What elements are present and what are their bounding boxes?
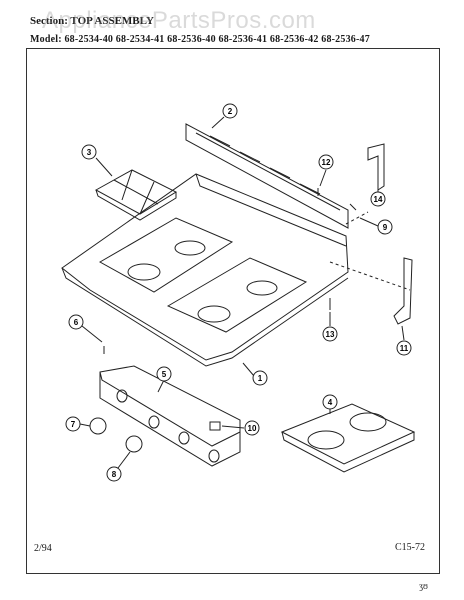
callout-label: 6 xyxy=(74,318,79,327)
cooktop-panel xyxy=(61,173,349,361)
callout-11: 11 xyxy=(396,325,412,356)
corner-mark: ʒʊ xyxy=(419,581,428,591)
callout-9: 9 xyxy=(359,217,393,235)
callout-10: 10 xyxy=(221,420,260,436)
revision-date: 2/94 xyxy=(34,543,52,554)
callout-label: 5 xyxy=(162,370,167,379)
side-trim xyxy=(393,257,413,325)
callout-label: 3 xyxy=(87,148,92,157)
backguard-strip xyxy=(185,123,349,229)
callout-13: 13 xyxy=(322,312,338,342)
burner-recess-left xyxy=(98,217,234,293)
callout-label: 12 xyxy=(322,158,331,167)
callout-label: 8 xyxy=(112,470,117,479)
callout-4: 4 xyxy=(322,394,338,414)
drip-pan-tray xyxy=(280,403,416,465)
callout-label: 10 xyxy=(248,424,257,433)
callout-label: 4 xyxy=(328,398,333,407)
control-panel xyxy=(99,365,241,467)
callout-2: 2 xyxy=(211,103,238,129)
callout-1: 1 xyxy=(242,362,268,386)
callout-3: 3 xyxy=(81,144,113,177)
callout-label: 7 xyxy=(71,420,76,429)
callout-5: 5 xyxy=(156,366,172,393)
callout-14: 14 xyxy=(370,190,386,207)
callout-label: 2 xyxy=(228,107,233,116)
page-code: C15-72 xyxy=(395,542,425,553)
section-title: Section: TOP ASSEMBLY xyxy=(30,15,154,27)
callout-label: 11 xyxy=(400,344,409,353)
callout-label: 13 xyxy=(326,330,335,339)
callout-6: 6 xyxy=(68,314,103,343)
callout-12: 12 xyxy=(318,154,334,187)
callout-label: 14 xyxy=(374,195,383,204)
callout-7: 7 xyxy=(65,416,91,432)
watermark: AppliancePartsPros.com xyxy=(42,7,316,34)
callout-8: 8 xyxy=(106,451,131,482)
diagram-frame xyxy=(26,48,440,574)
callout-label: 9 xyxy=(383,223,388,232)
burner-recess-right xyxy=(166,257,308,333)
bracket xyxy=(367,143,385,191)
model-list: Model: 68-2534-40 68-2534-41 68-2536-40 … xyxy=(30,34,370,45)
callout-label: 1 xyxy=(258,374,263,383)
